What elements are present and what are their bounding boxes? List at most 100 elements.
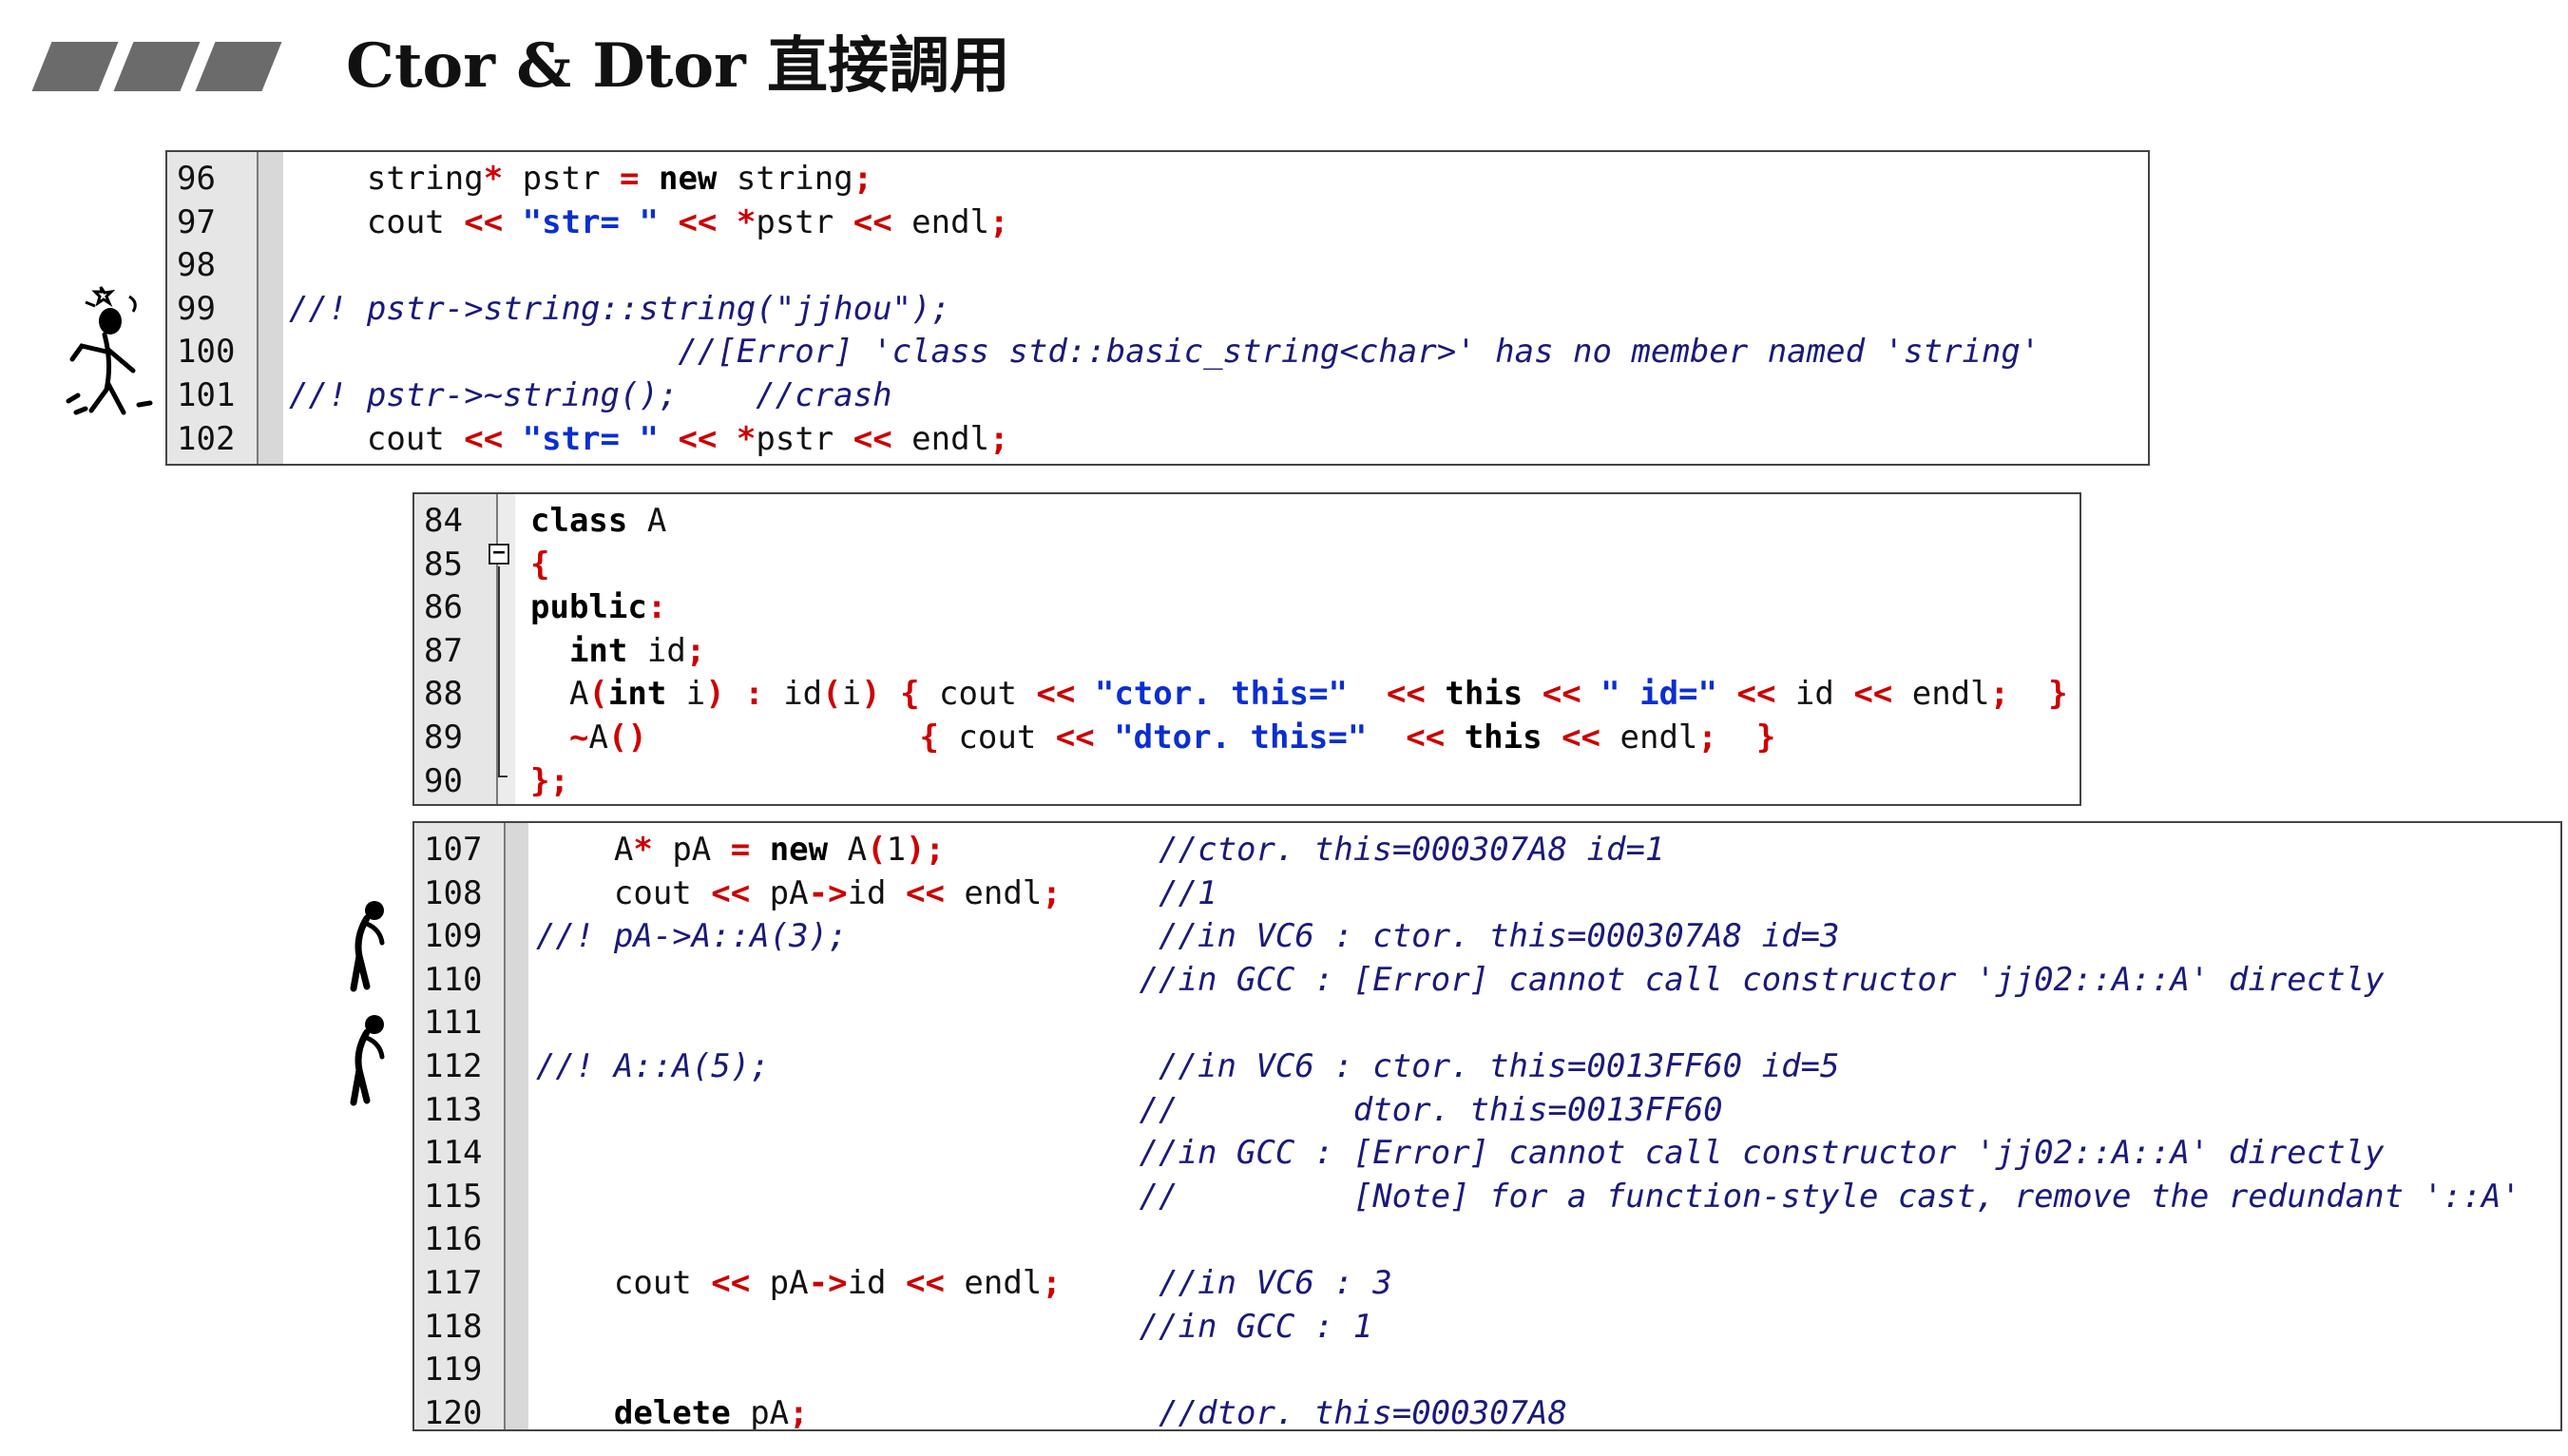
code-text: //! pstr->~string(); //crash — [289, 374, 892, 418]
code-token: id — [627, 631, 686, 670]
code-operator: ; — [1042, 873, 1062, 912]
code-text: // [Note] for a function-style cast, rem… — [536, 1176, 2520, 1219]
code-token: id — [847, 873, 906, 912]
line-number: 107 — [424, 831, 483, 869]
code-line: 110 //in GCC : [Error] cannot call const… — [414, 959, 2560, 1003]
code-operator: : — [646, 588, 667, 627]
code-token: id — [1775, 675, 1854, 714]
code-text: class A — [530, 500, 666, 544]
code-token — [881, 675, 900, 713]
code-token: endl — [1892, 675, 1990, 714]
code-text: cout << "str= " << *pstr << endl; — [289, 418, 1009, 462]
code-token — [1062, 874, 1159, 912]
code-operator: ; — [853, 160, 873, 198]
code-token: string — [717, 160, 853, 198]
fold-guide-line — [498, 566, 500, 777]
code-operator: = — [730, 831, 751, 869]
code-token: A — [588, 718, 608, 757]
code-token — [1717, 675, 1736, 713]
code-token: pstr — [756, 419, 853, 458]
code-operator: << — [853, 419, 892, 458]
line-number: 115 — [424, 1177, 483, 1216]
code-token: pA — [750, 873, 809, 912]
code-text: ~A() { cout << "dtor. this=" << this << … — [530, 717, 1775, 760]
code-keyword: int — [568, 631, 628, 670]
code-text: public: — [530, 586, 666, 630]
header-decoration — [31, 42, 282, 91]
code-line: 97 cout << "str= " << *pstr << endl; — [167, 201, 2148, 245]
code-line: 119 — [414, 1349, 2560, 1392]
code-operator: * — [633, 831, 653, 869]
code-operator: * — [483, 160, 504, 198]
code-operator: << — [1406, 718, 1446, 757]
line-number-gutter — [414, 823, 506, 1429]
code-comment: //in GCC : [Error] cannot call construct… — [1139, 1134, 2385, 1173]
code-operator: { — [919, 718, 939, 757]
code-token — [536, 1091, 1140, 1129]
code-line: 102 cout << "str= " << *pstr << endl; — [167, 418, 2148, 462]
line-number-gutter — [414, 494, 498, 804]
code-text: int id; — [530, 630, 705, 674]
code-token: i — [841, 675, 862, 714]
code-token: pstr — [756, 202, 853, 241]
fold-collapse-icon[interactable]: − — [489, 543, 509, 565]
code-lines: 107 A* pA = new A(1); //ctor. this=00030… — [414, 829, 2560, 1429]
code-text: }; — [530, 760, 569, 804]
code-operator: << — [905, 873, 945, 912]
code-token: A — [627, 502, 667, 540]
code-comment: //[Error] 'class std::basic_string<char>… — [678, 333, 2041, 372]
code-operator: ; — [685, 631, 706, 670]
code-token — [1426, 675, 1445, 713]
code-operator: << — [678, 419, 718, 458]
code-operator: { — [530, 545, 550, 584]
code-text: //in GCC : [Error] cannot call construct… — [536, 959, 2385, 1003]
code-comment: //! A::A(5); //in VC6 : ctor. this=0013F… — [536, 1046, 1840, 1085]
code-operator: << — [853, 202, 892, 241]
line-number: 97 — [177, 202, 216, 241]
code-token — [1348, 675, 1387, 713]
code-token: pA — [750, 1263, 809, 1302]
code-operator: ( — [822, 675, 842, 714]
header-bar — [113, 42, 201, 91]
page-title: Ctor & Dtor 直接調用 — [346, 30, 1010, 102]
code-text: //in GCC : 1 — [536, 1306, 1373, 1350]
line-number: 96 — [177, 160, 216, 198]
code-text: // dtor. this=0013FF60 — [536, 1089, 1723, 1133]
code-text: //in GCC : [Error] cannot call construct… — [536, 1132, 2385, 1176]
code-lines: 96 string* pstr = new string;97 cout << … — [167, 158, 2148, 461]
code-panel-string: 96 string* pstr = new string;97 cout << … — [165, 150, 2150, 466]
code-token: cout — [536, 1263, 712, 1302]
code-operator: ( — [867, 831, 887, 869]
code-token — [1445, 718, 1464, 757]
code-token: A — [530, 675, 589, 714]
code-token — [2009, 675, 2048, 713]
code-token — [1717, 718, 1756, 757]
code-operator: << — [1853, 675, 1893, 714]
code-token — [725, 675, 744, 713]
code-text: { — [530, 544, 549, 587]
code-keyword: new — [769, 831, 829, 869]
line-number: 119 — [424, 1351, 483, 1389]
code-comment: //! pA->A::A(3); //in VC6 : ctor. this=0… — [536, 917, 1840, 956]
code-line: 111 — [414, 1002, 2560, 1045]
line-number: 85 — [424, 545, 463, 584]
code-token: cout — [536, 873, 712, 912]
code-line: 85 { — [414, 544, 2079, 587]
line-number: 111 — [424, 1004, 483, 1043]
code-keyword: this — [1464, 718, 1543, 757]
code-operator: ; — [1989, 675, 2010, 714]
code-operator: ; — [989, 419, 1009, 458]
code-token — [659, 420, 678, 458]
code-line: 89 ~A() { cout << "dtor. this=" << this … — [414, 717, 2079, 760]
line-number: 86 — [424, 588, 463, 627]
code-line: 100 //[Error] 'class std::basic_string<c… — [167, 331, 2148, 374]
code-keyword: class — [530, 502, 628, 540]
code-token — [945, 831, 1159, 869]
code-text: //! pstr->string::string("jjhou"); — [289, 288, 950, 332]
code-string: "ctor. this=" — [1094, 675, 1348, 714]
code-line: 98 — [167, 244, 2148, 288]
code-text: A* pA = new A(1); //ctor. this=000307A8 … — [536, 829, 1665, 872]
code-token — [659, 203, 678, 241]
